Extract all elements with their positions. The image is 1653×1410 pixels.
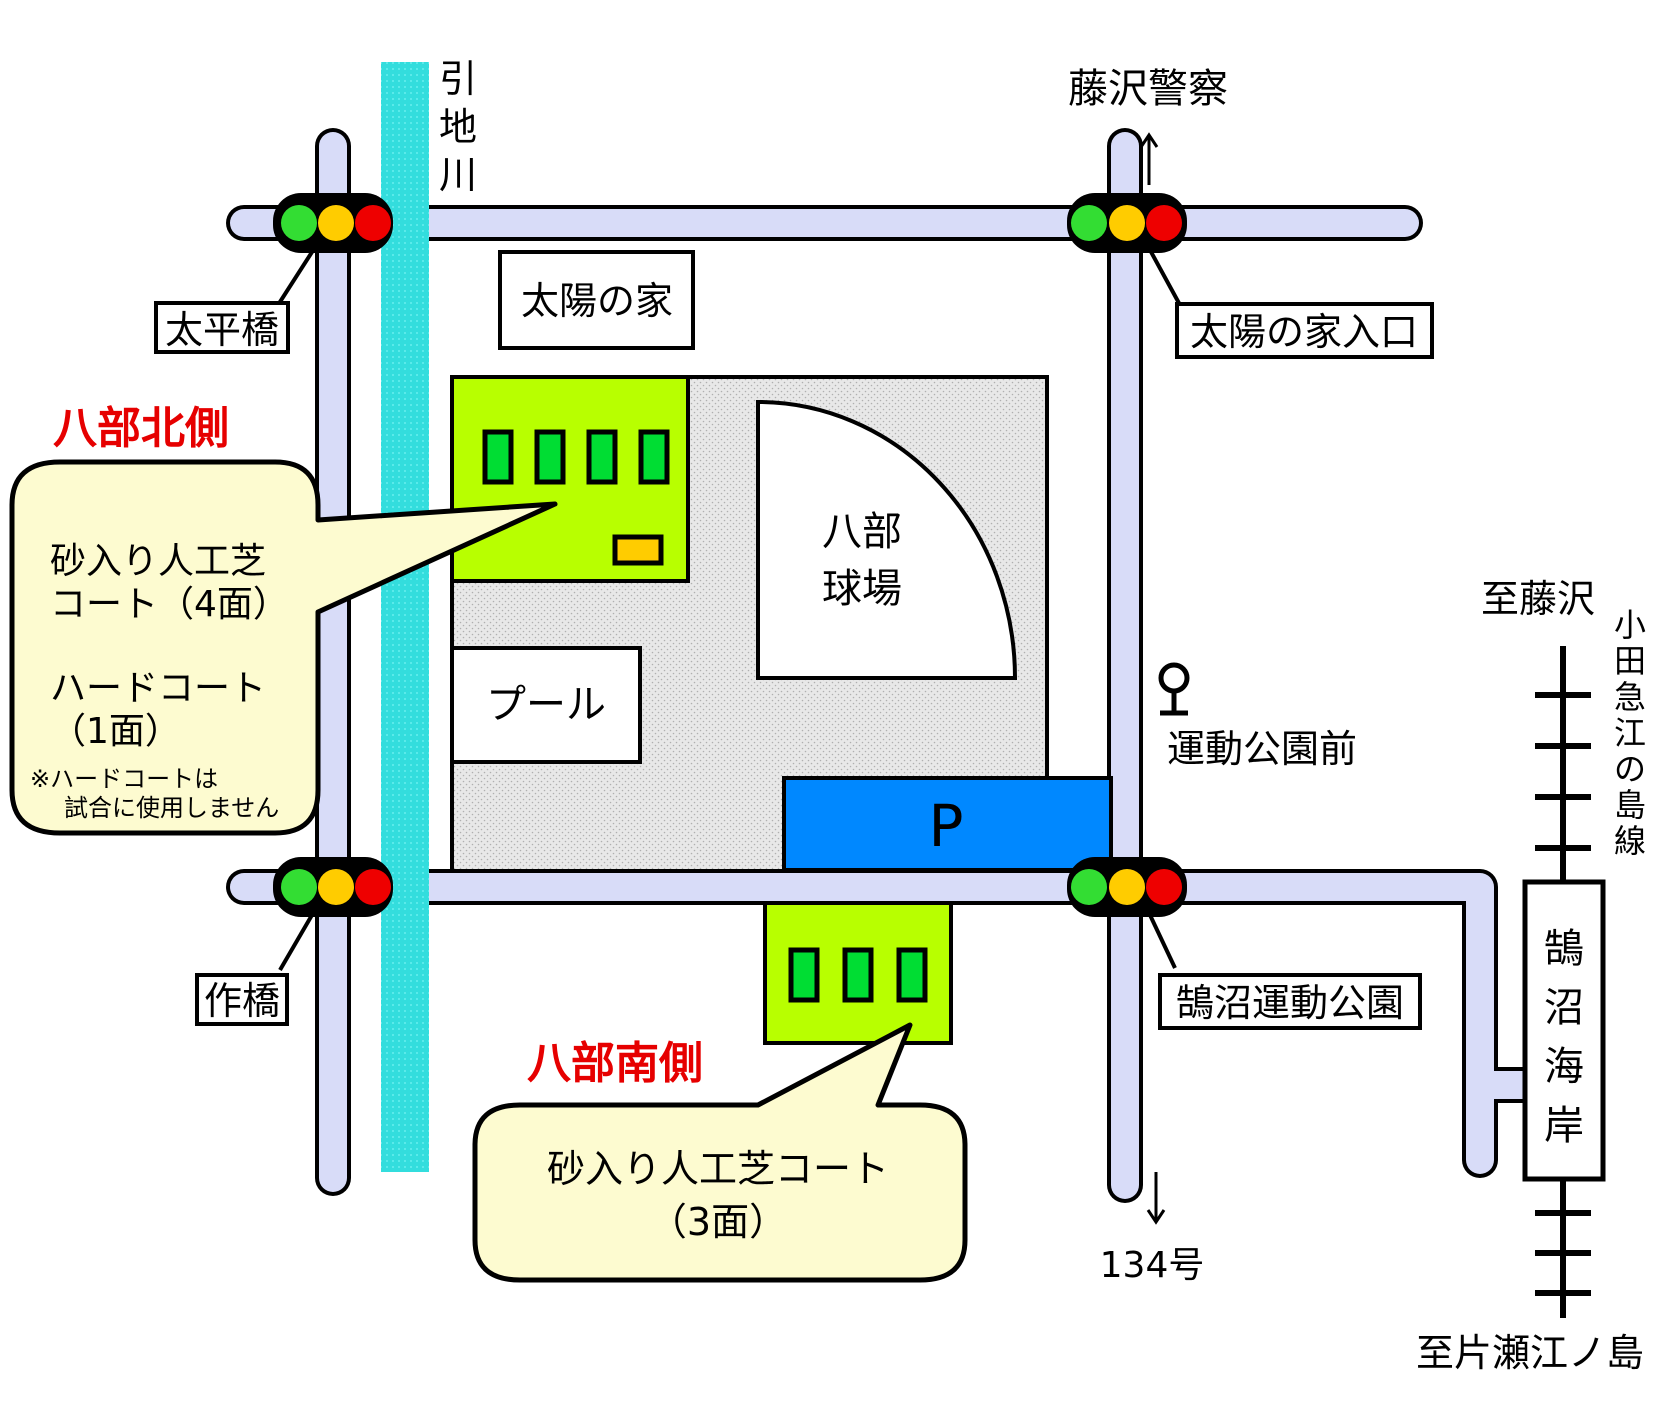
route-134-label: 134号 [1100, 1245, 1205, 1286]
parking-label: P [929, 792, 964, 860]
traffic-signal-icon [273, 193, 393, 253]
river-label: 引 地 川 [439, 57, 477, 197]
police-label: 藤沢警察 [1068, 66, 1228, 112]
south-courts [788, 947, 928, 1003]
north-callout-note1: ※ハードコートは [30, 765, 218, 793]
taihei-bridge-box [154, 301, 290, 354]
north-callout-line4: （1面） [50, 711, 181, 752]
south-callout-line2: （3面） [649, 1200, 787, 1244]
north-callout-line1: 砂入り人工芝 [50, 541, 266, 582]
parking-lot [782, 776, 1113, 872]
stadium [756, 399, 1018, 680]
to-katase-label: 至片瀬江ノ島 [1416, 1331, 1644, 1375]
park-signal-box [1158, 973, 1422, 1030]
to-fujisawa-label: 至藤沢 [1481, 577, 1595, 621]
signal-leader-lines [276, 249, 1182, 972]
railway-line [1535, 646, 1591, 1318]
rail-line-char: 江 [1614, 714, 1646, 752]
station-label-char: 鵠 [1544, 926, 1584, 972]
bus-stop-label: 運動公園前 [1167, 727, 1357, 771]
bus-stop-icon [1158, 662, 1190, 716]
court-marker [842, 947, 874, 1003]
traffic-signal-icon [273, 857, 393, 917]
south-callout [472, 1022, 968, 1283]
station-label-char: 岸 [1544, 1103, 1584, 1149]
rail-line-char: 小 [1614, 606, 1646, 644]
north-callout [9, 459, 558, 836]
station-label: 鵠 沼 海 岸 [1544, 926, 1584, 1149]
river-label-char: 引 [439, 57, 477, 101]
north-side-label: 八部北側 [53, 403, 229, 454]
station-box [1522, 879, 1606, 1182]
court-marker [534, 429, 566, 485]
taihei-bridge-label: 太平橋 [165, 308, 279, 352]
river [381, 62, 429, 1172]
rail-line-label: 小 田 急 江 の 島 線 [1614, 606, 1646, 860]
south-callout-line1: 砂入り人工芝コート [547, 1147, 889, 1191]
stadium-label-line: 球場 [822, 566, 902, 612]
river-label-char: 川 [439, 153, 477, 197]
rail-line-char: 島 [1614, 786, 1646, 824]
pool-label: プール [486, 682, 606, 728]
stadium-label-line: 八部 [822, 509, 902, 555]
taiyo-entrance-label: 太陽の家入口 [1190, 310, 1418, 354]
station-label-char: 沼 [1544, 985, 1584, 1031]
rail-line-char: 急 [1614, 678, 1646, 716]
taiyo-entrance-box [1175, 302, 1434, 359]
court-marker [482, 429, 514, 485]
hard-court-marker [612, 534, 664, 566]
rail-line-char: の [1614, 750, 1646, 788]
court-marker [788, 947, 820, 1003]
court-marker [638, 429, 670, 485]
taiyo-no-ie-box [498, 250, 695, 350]
taiyo-no-ie-label: 太陽の家 [521, 279, 673, 323]
arrow-down-icon [1146, 1172, 1166, 1225]
park-signal-label: 鵠沼運動公園 [1176, 981, 1404, 1025]
rail-line-char: 田 [1614, 642, 1646, 680]
rail-line-char: 線 [1614, 822, 1646, 860]
court-marker [586, 429, 618, 485]
arrow-up-icon [1139, 132, 1159, 185]
station-label-char: 海 [1544, 1044, 1584, 1090]
north-callout-line2: コート（4面） [50, 584, 289, 625]
traffic-signal-icon [1067, 857, 1187, 917]
north-callout-line3: ハードコート [50, 668, 266, 709]
river-label-char: 地 [439, 105, 477, 149]
south-side-label: 八部南側 [527, 1038, 703, 1089]
north-courts [482, 429, 670, 485]
traffic-signal-icon [1067, 193, 1187, 253]
pool [450, 646, 642, 764]
north-callout-note2: 試合に使用しません [64, 794, 279, 822]
saku-bridge-label: 作橋 [204, 979, 280, 1023]
court-marker [896, 947, 928, 1003]
saku-bridge-box [195, 973, 289, 1026]
